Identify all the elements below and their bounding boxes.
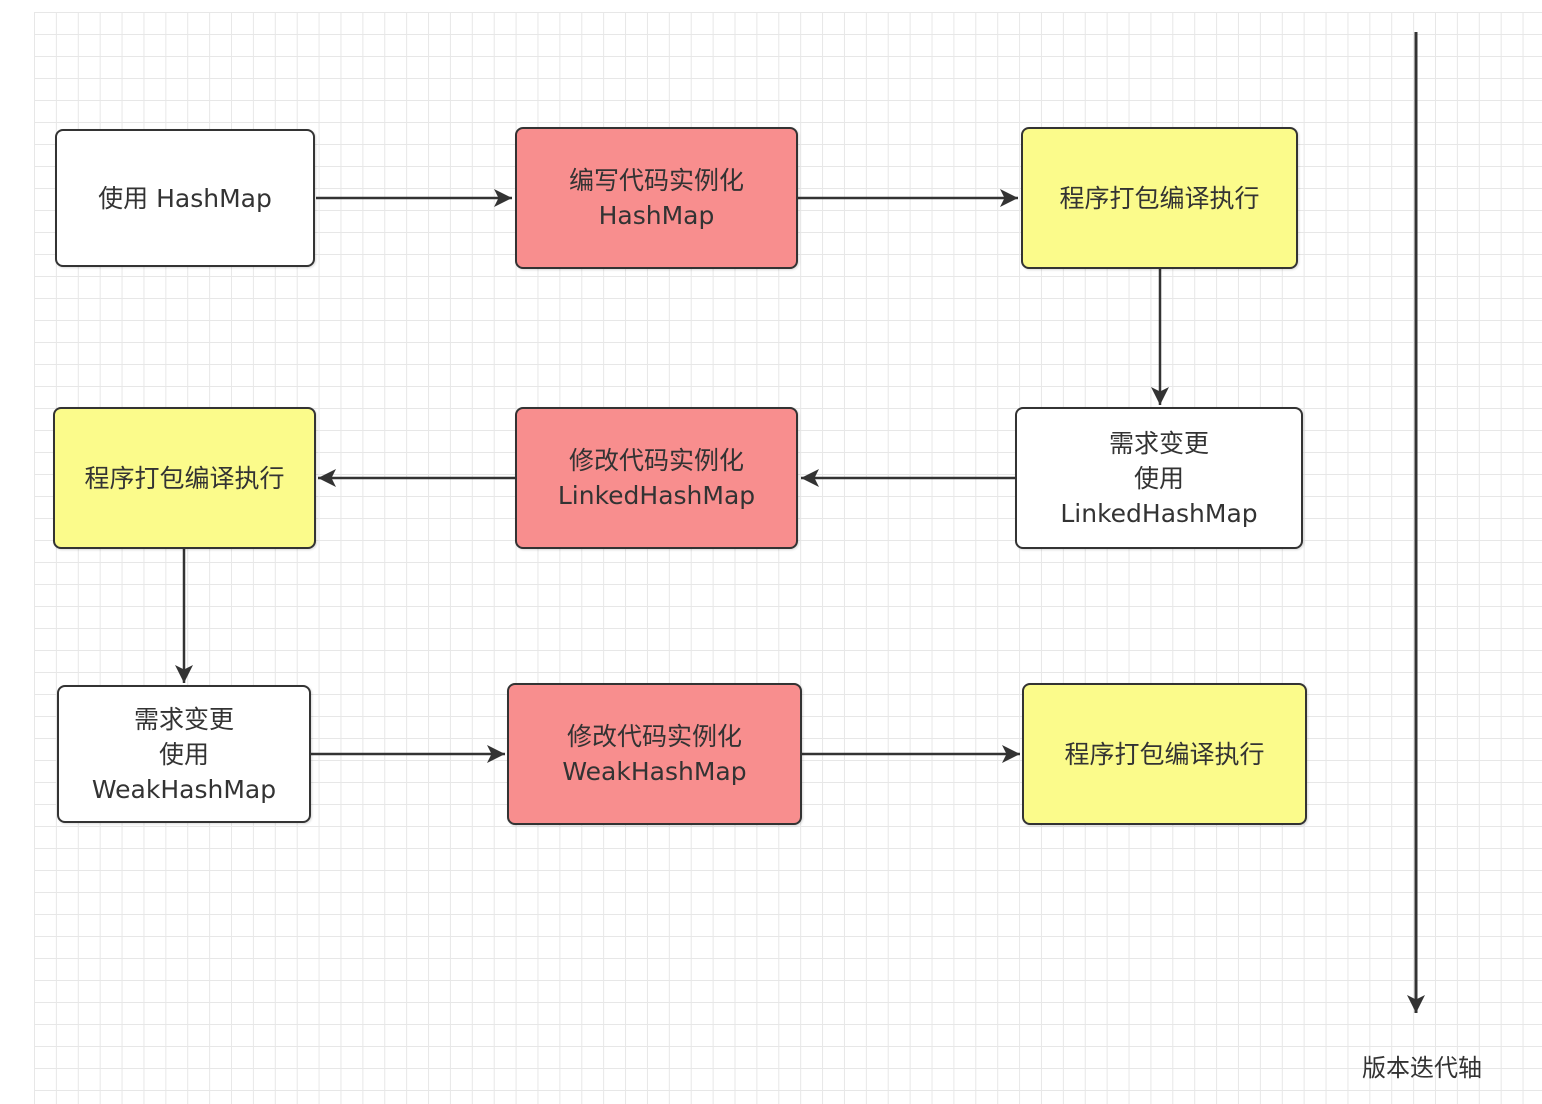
node-text-line: 使用 [1133, 463, 1184, 493]
node-build-1[interactable]: 程序打包编译执行 [1021, 127, 1298, 269]
node-text-line: LinkedHashMap [557, 481, 756, 510]
node-text-line: 程序打包编译执行 [1059, 183, 1260, 213]
node-use-hashmap[interactable]: 使用 HashMap [55, 129, 315, 267]
node-text-line: 编写代码实例化 [568, 166, 744, 195]
node-build-2[interactable]: 程序打包编译执行 [53, 407, 316, 549]
node-modify-weak[interactable]: 修改代码实例化 WeakHashMap [507, 683, 802, 825]
node-text-line: 程序打包编译执行 [84, 463, 285, 493]
node-text-line: 程序打包编译执行 [1064, 739, 1265, 769]
node-text-line: LinkedHashMap [1060, 498, 1258, 528]
node-text-line: 修改代码实例化 [568, 446, 744, 475]
node-text-line: 修改代码实例化 [566, 722, 742, 751]
node-text-line: WeakHashMap [562, 757, 747, 786]
node-change-linked[interactable]: 需求变更使用 LinkedHashMap [1015, 407, 1303, 549]
version-axis-label: 版本迭代轴 [1362, 1054, 1482, 1082]
node-write-hashmap[interactable]: 编写代码实例化 HashMap [515, 127, 798, 269]
node-change-weak[interactable]: 需求变更使用 WeakHashMap [57, 685, 311, 823]
node-text-line: 需求变更 [133, 704, 234, 734]
node-text-line: 使用 HashMap [98, 183, 272, 213]
node-build-3[interactable]: 程序打包编译执行 [1022, 683, 1307, 825]
node-text-line: 需求变更 [1108, 428, 1209, 458]
node-text-line: WeakHashMap [91, 774, 277, 804]
node-text-line: 使用 [158, 739, 209, 769]
node-text-line: HashMap [598, 201, 715, 230]
node-modify-linked[interactable]: 修改代码实例化 LinkedHashMap [515, 407, 798, 549]
